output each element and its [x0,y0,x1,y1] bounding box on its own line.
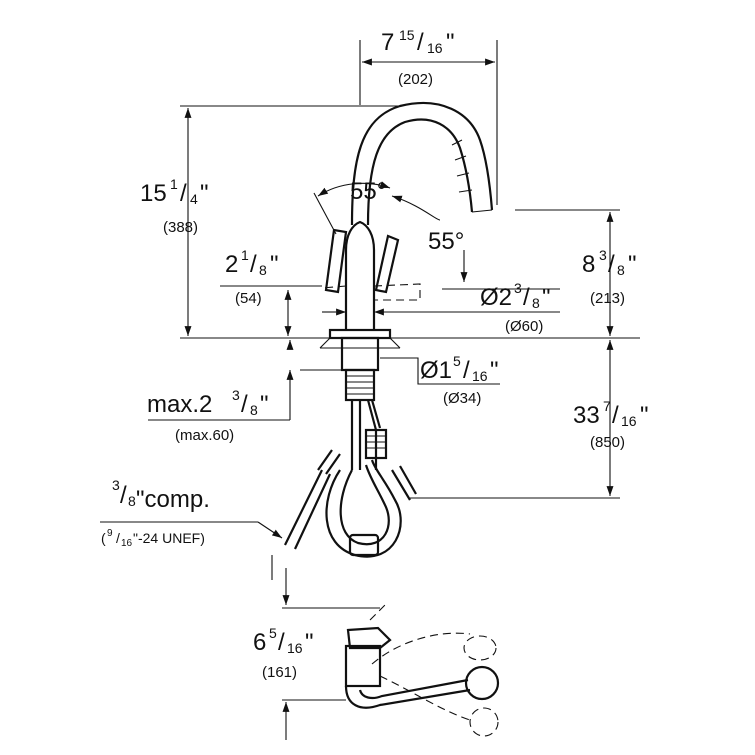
svg-text:": " [490,357,499,384]
svg-text:/: / [608,251,615,278]
svg-text:": " [640,402,649,429]
svg-text:1: 1 [241,247,249,263]
svg-text:7: 7 [603,398,611,414]
svg-text:"comp.: "comp. [136,486,210,513]
svg-text:2: 2 [225,251,238,278]
svg-text:": " [260,391,269,418]
base-diameter-label: Ø2 3 / 8 " (Ø60) [480,280,551,335]
svg-text:8: 8 [617,262,625,278]
svg-text:33: 33 [573,402,600,429]
hose-length-label: 33 7 / 16 " (850) [573,398,649,451]
svg-text:/: / [250,251,257,278]
svg-text:9: 9 [107,528,113,539]
svg-text:8: 8 [250,402,258,418]
total-height-metric: (388) [163,219,198,236]
svg-text:1: 1 [170,176,178,192]
base-diameter-metric: (Ø60) [505,318,543,335]
svg-text:5: 5 [453,353,461,369]
svg-text:"-24 UNEF): "-24 UNEF) [133,530,205,546]
svg-text:/: / [180,180,187,207]
spout-reach-label: 7 15 / 16 " (202) [381,27,455,88]
spout-height-label: 8 3 / 8 " (213) [582,247,637,307]
svg-text:8: 8 [128,493,136,509]
spout-height-metric: (213) [590,290,625,307]
hole-diameter-metric: (Ø34) [443,390,481,407]
lever-height-metric: (54) [235,290,262,307]
svg-text:Ø2: Ø2 [480,284,512,311]
max-deck-thickness-label: max.2 3 / 8 " (max.60) [147,387,269,444]
svg-text:/: / [523,284,530,311]
top-view-clearance-label: 6 5 / 16 " (161) [253,625,314,681]
svg-text:max.2: max.2 [147,391,212,418]
handle-angle-side-label: 55° [428,228,464,255]
faucet-top-view [344,603,500,737]
svg-text:15: 15 [399,27,415,43]
svg-text:7: 7 [381,29,394,56]
svg-text:3: 3 [599,247,607,263]
svg-text:8: 8 [582,251,595,278]
dimension-lines [100,40,620,740]
svg-text:16: 16 [287,640,303,656]
svg-text:8: 8 [259,262,267,278]
svg-text:/: / [463,357,470,384]
connection-label: 3 / 8 "comp. ( 9 / 16 "-24 UNEF) [101,477,210,549]
svg-text:15: 15 [140,180,167,207]
max-deck-thickness-metric: (max.60) [175,427,234,444]
svg-text:3: 3 [514,280,522,296]
hole-diameter-label: Ø1 5 / 16 " (Ø34) [420,353,499,407]
svg-text:/: / [116,530,120,546]
svg-text:": " [200,180,209,207]
svg-text:": " [542,284,551,311]
top-view-clearance-metric: (161) [262,664,297,681]
svg-text:/: / [120,482,127,509]
svg-text:/: / [241,391,248,418]
svg-text:5: 5 [269,625,277,641]
dimension-labels: 7 15 / 16 " (202) 15 1 / 4 " (388) 55° 5… [101,27,649,681]
spout-reach-metric: (202) [398,71,433,88]
total-height-label: 15 1 / 4 " (388) [140,176,209,236]
svg-text:": " [446,29,455,56]
svg-text:(: ( [101,530,106,546]
lever-height-label: 2 1 / 8 " (54) [225,247,279,307]
svg-text:Ø1: Ø1 [420,357,452,384]
svg-text:8: 8 [532,295,540,311]
svg-text:16: 16 [472,368,488,384]
svg-text:3: 3 [232,387,240,403]
svg-text:4: 4 [190,191,198,207]
svg-text:16: 16 [427,40,443,56]
svg-text:": " [305,629,314,656]
faucet-side-view [180,101,640,558]
svg-text:/: / [612,402,619,429]
hose-length-metric: (850) [590,434,625,451]
svg-text:16: 16 [121,538,133,549]
svg-text:16: 16 [621,413,637,429]
svg-text:": " [270,251,279,278]
svg-text:6: 6 [253,629,266,656]
svg-text:": " [628,251,637,278]
handle-angle-top-label: 55° [350,178,386,205]
svg-text:3: 3 [112,477,120,493]
svg-text:/: / [417,29,424,56]
svg-text:/: / [278,629,285,656]
